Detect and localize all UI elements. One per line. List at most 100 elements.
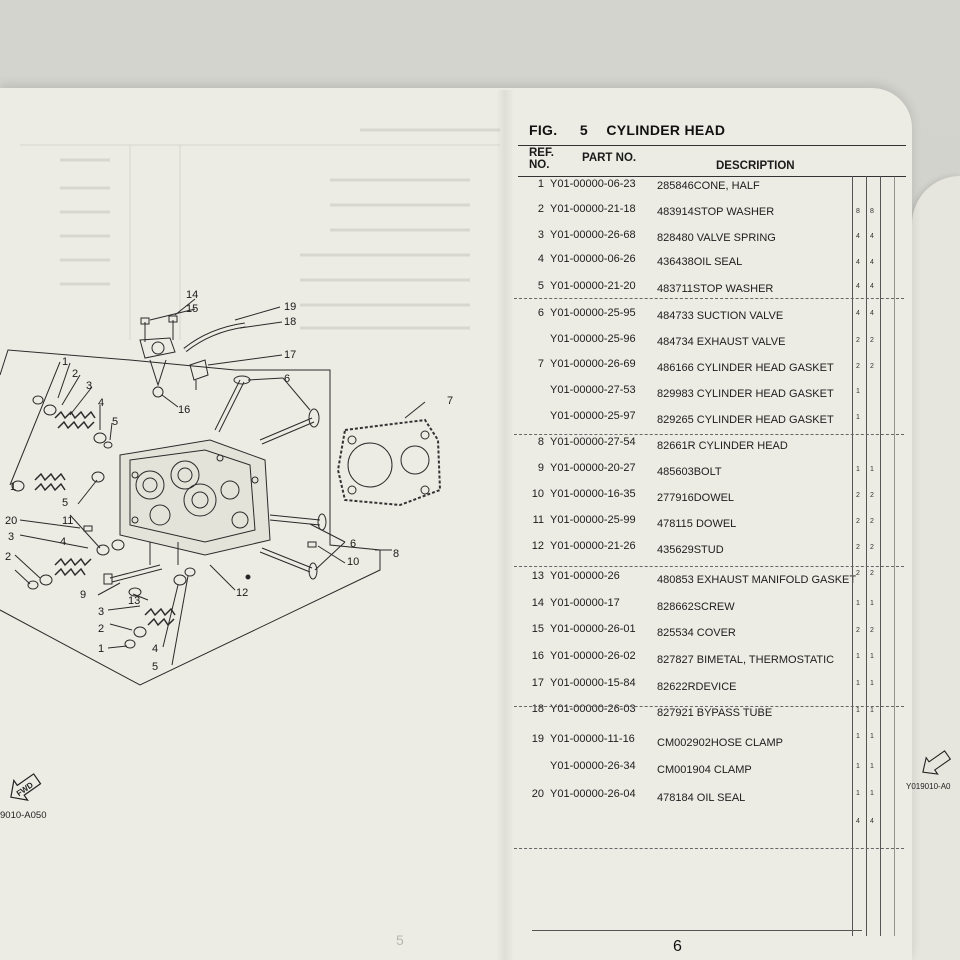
show-through-page-number: 5 [396,932,404,948]
part-description: 828480 VALVE SPRING [657,232,776,244]
ref-number: 14 [531,597,544,609]
callout-10: 10 [347,556,359,568]
ref-number: 18 [531,703,544,715]
part-description: 827827 BIMETAL, THERMOSTATIC [657,654,835,666]
callout-20: 20 [5,515,17,527]
quantity-value: 1 [856,680,860,687]
callout-5: 5 [62,497,68,509]
part-description: 82622RDEVICE [657,681,737,693]
quantity-value: 4 [856,310,860,317]
quantity-value: 1 [856,653,860,660]
part-number: Y01-00000-17 [550,597,620,609]
qty-column-rule [852,176,853,936]
quantity-value: 2 [856,492,860,499]
callout-7: 7 [447,395,453,407]
header-top-rule [518,145,906,146]
callout-3: 3 [8,531,14,543]
part-number: Y01-00000-26 [550,570,620,582]
quantity-value: 8 [870,208,874,215]
callout-12: 12 [236,587,248,599]
quantity-value: 1 [870,600,874,607]
part-description: 485603BOLT [657,466,722,478]
part-number: Y01-00000-21-26 [550,540,636,552]
callout-11: 11 [62,515,73,527]
part-description: 277916DOWEL [657,492,735,504]
quantity-value: 1 [870,707,874,714]
part-description: 486166 CYLINDER HEAD GASKET [657,362,834,374]
quantity-value: 2 [856,363,860,370]
part-description: 484734 EXHAUST VALVE [657,336,786,348]
callout-3: 3 [86,380,92,392]
ref-number: 10 [531,488,544,500]
ref-number: 19 [531,733,544,745]
part-number: Y01-00000-06-26 [550,253,636,265]
group-separator [514,848,904,849]
header-ref-no: REF. NO. [529,147,554,171]
part-description: 825534 COVER [657,627,736,639]
quantity-value: 1 [870,733,874,740]
part-number: Y01-00000-26-04 [550,788,636,800]
part-description: 435629STUD [657,544,724,556]
part-description: 484733 SUCTION VALVE [657,310,784,322]
callout-1: 1 [62,356,68,368]
callout-9: 9 [80,589,86,601]
quantity-value: 1 [856,790,860,797]
group-separator [514,434,904,435]
quantity-value: 1 [870,653,874,660]
figure-code-right: Y019010-A0 [906,782,951,791]
group-separator [514,298,904,299]
quantity-value: 4 [856,259,860,266]
show-through-text [20,128,500,340]
quantity-value: 4 [856,283,860,290]
callout-2: 2 [98,623,104,635]
callout-1: 1 [10,481,16,493]
part-number: Y01-00000-25-99 [550,514,636,526]
figure-number: 5 [579,122,588,138]
part-description: CM001904 CLAMP [657,764,752,776]
part-number: Y01-00000-25-97 [550,410,636,422]
quantity-value: 2 [856,518,860,525]
callout-4: 4 [152,643,158,655]
fwd-arrow-icon: FWD [10,773,42,801]
quantity-value: 2 [870,627,874,634]
part-number: Y01-00000-21-18 [550,203,636,215]
callout-13: 13 [128,595,140,607]
quantity-value: 2 [870,570,874,577]
figure-name: CYLINDER HEAD [606,122,726,138]
callout-5: 5 [112,416,118,428]
ref-number: 7 [537,358,544,370]
page-bottom-rule [532,930,862,931]
header-part-no: PART NO. [582,152,637,164]
quantity-value: 4 [856,233,860,240]
group-separator [514,566,904,567]
part-number: Y01-00000-21-20 [550,280,636,292]
part-description: CM002902HOSE CLAMP [657,737,783,749]
part-description: 483711STOP WASHER [657,283,774,295]
figure-title: FIG. 5 CYLINDER HEAD [529,122,725,138]
part-number: Y01-00000-26-01 [550,623,636,635]
ref-number: 4 [537,253,544,265]
part-number: Y01-00000-25-95 [550,307,636,319]
part-description: 480853 EXHAUST MANIFOLD GASKET [657,574,857,586]
quantity-value: 4 [856,818,860,825]
part-number: Y01-00000-26-34 [550,760,636,772]
fwd-arrow-icon-right [922,750,952,775]
ref-number: 5 [537,280,544,292]
part-number: Y01-00000-06-23 [550,178,636,190]
part-number: Y01-00000-15-84 [550,677,636,689]
ref-number: 3 [537,229,544,241]
part-number: Y01-00000-27-53 [550,384,636,396]
quantity-value: 8 [856,208,860,215]
callout-4: 4 [60,536,66,548]
quantity-value: 1 [856,414,860,421]
qty-column-rule [880,176,881,936]
page-gutter [496,90,514,960]
quantity-value: 2 [870,544,874,551]
part-description: 285846CONE, HALF [657,180,760,192]
part-description: 828662SCREW [657,601,735,613]
callout-17: 17 [284,349,296,361]
quantity-value: 2 [870,363,874,370]
callout-2: 2 [72,368,78,380]
